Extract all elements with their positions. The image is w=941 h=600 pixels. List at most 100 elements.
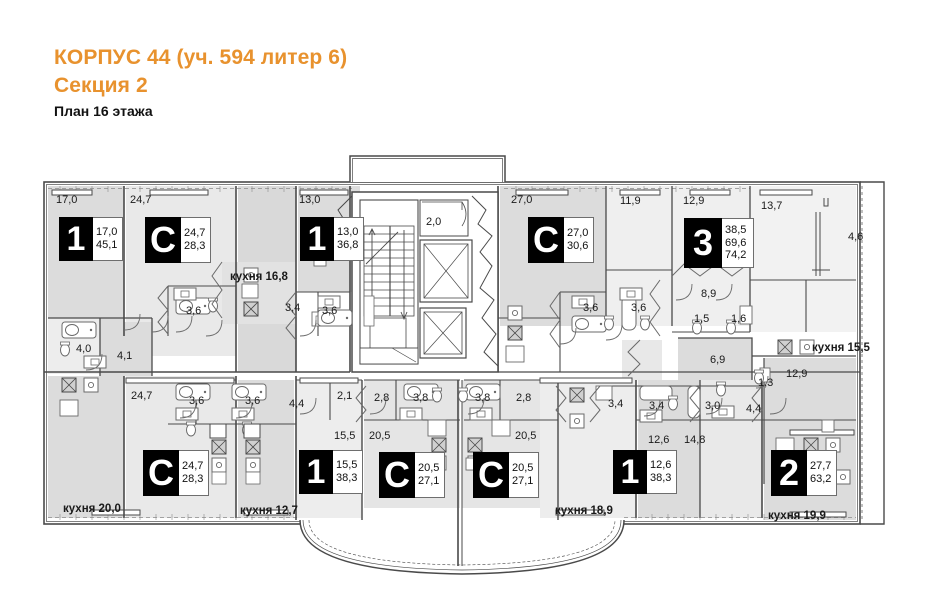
room-area-label: 12,9 bbox=[683, 195, 705, 207]
room-area-label: кухня 18,9 bbox=[555, 505, 613, 517]
room-area-label: 3,6 bbox=[189, 395, 205, 407]
room-area-label: 3,8 bbox=[475, 392, 491, 404]
room-area-label: 13,7 bbox=[761, 200, 783, 212]
apartment-type-marker: 3 bbox=[684, 218, 722, 268]
apartment-area-value: 27,0 bbox=[567, 227, 589, 240]
room-area-label: кухня 19,9 bbox=[768, 510, 826, 522]
room-area-label: 3,6 bbox=[186, 305, 202, 317]
room-area-label: 6,9 bbox=[710, 354, 726, 366]
room-area-label: 3,4 bbox=[649, 400, 665, 412]
apartment-area-value: 12,6 bbox=[650, 459, 672, 472]
apartment-type-marker: C bbox=[145, 217, 181, 263]
room-area-label: 3,8 bbox=[413, 392, 429, 404]
apartment-area-value: 38,3 bbox=[336, 472, 358, 484]
room-area-label: кухня 15,5 bbox=[812, 342, 870, 354]
room-area-label: 12,6 bbox=[648, 434, 670, 446]
apartment-type-marker: 1 bbox=[59, 217, 93, 261]
apartment-area-value: 28,3 bbox=[184, 240, 206, 252]
apartment-type-marker: C bbox=[379, 452, 415, 498]
apartment-area-value: 24,7 bbox=[184, 227, 206, 240]
apartment-area-value: 38,5 bbox=[725, 224, 747, 237]
apartment-area-value: 20,5 bbox=[418, 462, 440, 475]
room-area-label: 8,9 bbox=[701, 288, 717, 300]
apartment-area-value: 30,6 bbox=[567, 240, 589, 252]
apartment-area-value: 17,0 bbox=[96, 226, 118, 239]
room-area-label: 2,8 bbox=[374, 392, 390, 404]
apartment-type-marker: 1 bbox=[300, 217, 334, 261]
room-area-label: 11,9 bbox=[620, 195, 641, 207]
apartment-area-value: 38,3 bbox=[650, 472, 672, 484]
room-area-label: 14,8 bbox=[684, 434, 706, 446]
room-area-label: 4,1 bbox=[117, 350, 133, 362]
room-area-label: 1,3 bbox=[758, 377, 774, 389]
apartment-type-marker: 1 bbox=[613, 450, 647, 494]
niche-outlines bbox=[157, 261, 763, 423]
room-area-label: кухня 16,8 bbox=[230, 271, 288, 283]
room-area-label: 17,0 bbox=[56, 194, 78, 206]
room-area-label: 27,0 bbox=[511, 194, 533, 206]
room-area-label: 24,7 bbox=[130, 194, 152, 206]
apartment-area-value: 63,2 bbox=[810, 473, 832, 485]
apartment-type-marker: C bbox=[143, 450, 179, 496]
apartment-area-value: 13,0 bbox=[337, 226, 359, 239]
room-area-label: 4,6 bbox=[848, 231, 864, 243]
room-area-label: 4,0 bbox=[76, 343, 92, 355]
building-core bbox=[333, 191, 499, 373]
room-area-label: 20,5 bbox=[515, 430, 537, 442]
room-area-label: 1,5 bbox=[694, 313, 710, 325]
room-area-label: 2,8 bbox=[516, 392, 532, 404]
room-area-label: 15,5 bbox=[334, 430, 356, 442]
room-area-label: 4,4 bbox=[746, 403, 762, 415]
room-area-label: 13,0 bbox=[299, 194, 321, 206]
apartment-area-value: 69,6 bbox=[725, 236, 747, 249]
apartment-type-marker: 2 bbox=[771, 450, 807, 496]
room-area-label: кухня 12,7 bbox=[240, 505, 298, 517]
room-area-label: 1,6 bbox=[731, 313, 747, 325]
apartment-area-value: 27,1 bbox=[418, 475, 440, 487]
room-area-label: 3,6 bbox=[631, 302, 647, 314]
apartment-area-value: 20,5 bbox=[512, 462, 534, 475]
section-title: Секция 2 bbox=[54, 73, 148, 97]
apartment-area-value: 27,7 bbox=[810, 460, 832, 473]
room-area-label: 2,1 bbox=[337, 390, 353, 402]
apartment-area-value: 36,8 bbox=[337, 239, 359, 251]
room-area-label: 3,6 bbox=[583, 302, 599, 314]
room-area-label: 2,0 bbox=[426, 216, 442, 228]
apartment-area-value: 45,1 bbox=[96, 239, 118, 251]
room-area-label: кухня 20,0 bbox=[63, 503, 121, 515]
apartment-area-value: 74,2 bbox=[725, 249, 747, 262]
room-area-label: 3,4 bbox=[608, 398, 624, 410]
door-swings bbox=[85, 283, 787, 419]
room-area-label: 20,5 bbox=[369, 430, 391, 442]
apartment-area-value: 27,1 bbox=[512, 475, 534, 487]
room-area-label: 3,6 bbox=[322, 305, 338, 317]
room-area-label: 24,7 bbox=[131, 390, 153, 402]
apartment-area-value: 24,7 bbox=[182, 460, 204, 473]
apartment-type-marker: 1 bbox=[299, 450, 333, 494]
room-area-label: 3,6 bbox=[245, 395, 261, 407]
room-area-label: 3,4 bbox=[285, 302, 301, 314]
